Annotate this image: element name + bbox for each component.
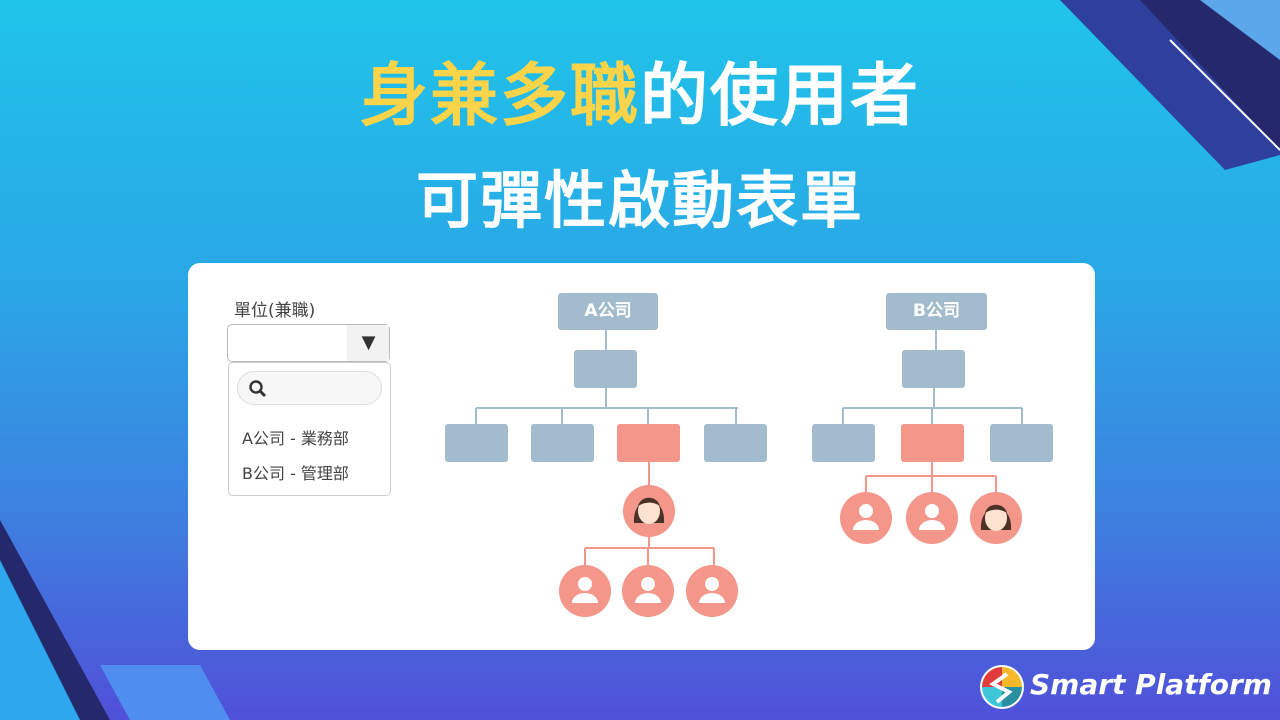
unit-select[interactable]: ▼: [227, 324, 390, 362]
user-icon: [906, 492, 958, 544]
org-node: [531, 424, 594, 462]
user-icon: [559, 565, 611, 617]
search-icon: [249, 380, 267, 398]
org-node: [990, 424, 1053, 462]
search-input[interactable]: [237, 371, 382, 405]
smart-platform-logo-icon: [980, 665, 1024, 709]
woman-user-icon: [623, 485, 675, 537]
chevron-down-icon[interactable]: ▼: [347, 325, 389, 361]
org-node-highlighted: [617, 424, 680, 462]
title-line-2: 可彈性啟動表單: [415, 164, 864, 237]
org-node: [445, 424, 508, 462]
brand-name: Smart Platform: [1030, 668, 1272, 701]
option-b-admin[interactable]: B公司 - 管理部: [242, 464, 349, 483]
user-icon: [622, 565, 674, 617]
org-node: [812, 424, 875, 462]
org-node: [902, 350, 965, 388]
title-line-1: 身兼多職的使用者: [0, 40, 1280, 139]
woman-user-icon: [970, 492, 1022, 544]
org-node: [574, 350, 637, 388]
title-rest: 的使用者: [640, 57, 921, 136]
org-node: [704, 424, 767, 462]
user-icon: [840, 492, 892, 544]
org-a-root: A公司: [558, 293, 658, 330]
unit-dropdown-list: A公司 - 業務部 B公司 - 管理部: [228, 362, 391, 496]
option-a-sales[interactable]: A公司 - 業務部: [242, 429, 349, 448]
unit-label: 單位(兼職): [234, 301, 316, 321]
user-icon: [686, 565, 738, 617]
org-b-root: B公司: [886, 293, 987, 330]
org-node-highlighted: [901, 424, 964, 462]
title-highlight: 身兼多職: [359, 57, 640, 136]
